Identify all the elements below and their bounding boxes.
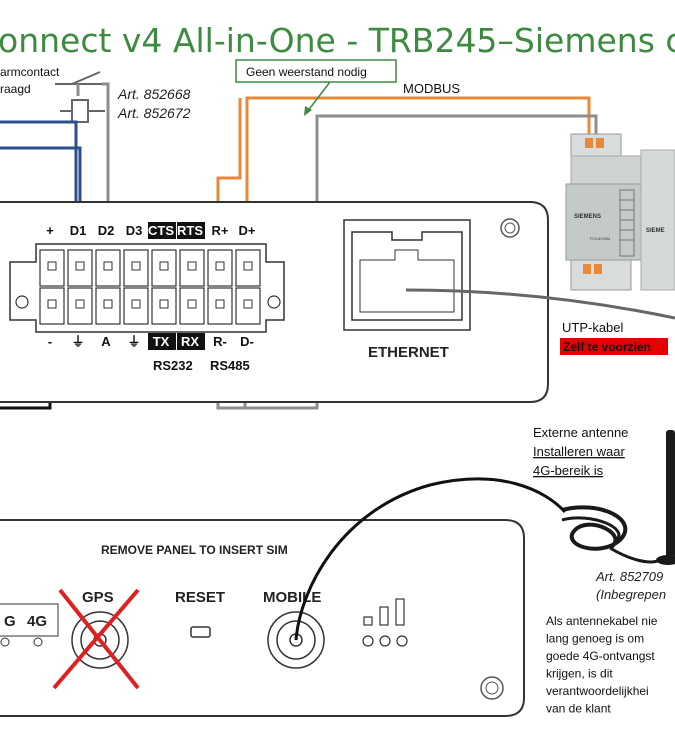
- utp-note: Zelf te voorzien: [563, 340, 651, 354]
- terminal-slot: [151, 249, 177, 287]
- siemens-module: SIEMENS POL8026M SIEME: [565, 133, 675, 291]
- svg-text:SIEMENS: SIEMENS: [574, 214, 601, 220]
- svg-text:POL8026M: POL8026M: [590, 236, 610, 241]
- terminal-top-label: D1: [70, 223, 87, 238]
- article-contact-a: Art. 852668: [117, 86, 191, 102]
- terminal-bottom-label: D-: [240, 334, 254, 349]
- terminal-slot: [123, 249, 149, 287]
- terminal-bottom-label: RX: [181, 334, 199, 349]
- antenna: [561, 430, 675, 565]
- terminal-slot: [179, 287, 205, 325]
- terminal-slot: [207, 249, 233, 287]
- gps-label: GPS: [82, 589, 114, 606]
- mobile-connector: [267, 611, 325, 669]
- cable-note-line: verantwoordelijkhei: [546, 684, 649, 698]
- reset-label: RESET: [175, 589, 225, 606]
- terminal-top-label: D+: [239, 223, 256, 238]
- wire-d2-gray: [76, 82, 110, 222]
- wire-d1-blue: [0, 120, 78, 222]
- alarm-contact-label-2: raagd: [0, 82, 31, 96]
- screw-bottom-right: [480, 676, 504, 700]
- terminal-slot: [179, 249, 205, 287]
- terminal-top-label: +: [46, 223, 54, 238]
- remove-panel-label: REMOVE PANEL TO INSERT SIM: [101, 543, 288, 557]
- wire-modbus-orange-2: [216, 98, 242, 222]
- terminal-slot: [235, 249, 261, 287]
- mobile-label: MOBILE: [263, 589, 321, 606]
- terminal-slot: [67, 287, 93, 325]
- signal-indicator: [362, 598, 408, 647]
- gps-connector: [71, 611, 129, 669]
- terminal-top-label: CTS: [148, 223, 174, 238]
- terminal-bottom-label: TX: [153, 334, 170, 349]
- callout-no-resistor: Geen weerstand nodig: [246, 65, 367, 79]
- cable-note-line: krijgen, is dit: [546, 667, 613, 681]
- wire-blue-2: [0, 146, 82, 222]
- label-bg: [177, 222, 205, 239]
- label-bg: [177, 333, 205, 350]
- rs232-label: RS232: [153, 358, 193, 373]
- switch-symbol: [55, 71, 105, 123]
- terminal-bottom-label: R-: [213, 334, 227, 349]
- terminal-slot: [39, 287, 65, 325]
- terminal-bottom-label: ⏚: [71, 334, 84, 349]
- label-bg: [148, 333, 176, 350]
- screw-top-right: [500, 218, 520, 238]
- gps-disabled-cross: [52, 588, 140, 690]
- cable-note-line: goede 4G-ontvangst: [546, 649, 655, 663]
- terminal-slot: [207, 287, 233, 325]
- svg-text:SIEME: SIEME: [646, 228, 665, 234]
- antenna-cable: [294, 477, 567, 641]
- terminal-slot: [39, 249, 65, 287]
- cable-note-line: lang genoeg is om: [546, 632, 644, 646]
- cable-note-line: van de klant: [546, 702, 611, 716]
- article-antenna: Art. 852709: [595, 569, 663, 584]
- g-led-label: G: [4, 613, 16, 630]
- terminal-slot: [95, 249, 121, 287]
- terminal-slot: [95, 287, 121, 325]
- external-antenna-install: Installeren waar: [533, 444, 625, 459]
- terminal-top-label: D2: [98, 223, 115, 238]
- callout-box: [235, 59, 397, 83]
- utp-note-bg: [560, 338, 668, 355]
- terminal-top-label: D3: [126, 223, 143, 238]
- utp-cable: [405, 288, 675, 320]
- terminal-bottom-label: ⏚: [127, 334, 140, 349]
- utp-label: UTP-kabel: [562, 320, 624, 335]
- terminal-top-label: R+: [212, 223, 229, 238]
- label-bg: [148, 222, 176, 239]
- terminal-bottom-label: -: [48, 334, 52, 349]
- wire-modbus-orange: [245, 96, 591, 222]
- article-antenna-note: (Inbegrepen: [596, 587, 666, 602]
- terminal-slot: [151, 287, 177, 325]
- cable-note-line: Als antennekabel nie: [546, 614, 658, 628]
- ethernet-label: ETHERNET: [368, 344, 449, 361]
- external-antenna-label: Externe antenne: [533, 425, 628, 440]
- ethernet-port: [343, 219, 471, 331]
- external-antenna-4g: 4G-bereik is: [533, 463, 604, 478]
- reset-button: [190, 626, 211, 638]
- terminal-slot: [123, 287, 149, 325]
- terminal-top-label: RTS: [177, 223, 203, 238]
- fourg-led-label: 4G: [27, 613, 47, 630]
- terminal-block: [9, 243, 285, 333]
- diagram-title: onnect v4 All-in-One - TRB245–Siemens co…: [0, 21, 675, 60]
- terminal-bottom-label: A: [101, 334, 111, 349]
- article-contact-b: Art. 852672: [117, 105, 191, 121]
- bottom-panel: [0, 519, 525, 717]
- rs485-label: RS485: [210, 358, 250, 373]
- terminal-slot: [67, 249, 93, 287]
- terminal-slot: [235, 287, 261, 325]
- modbus-label: MODBUS: [403, 81, 460, 96]
- alarm-contact-label-1: armcontact: [0, 65, 60, 79]
